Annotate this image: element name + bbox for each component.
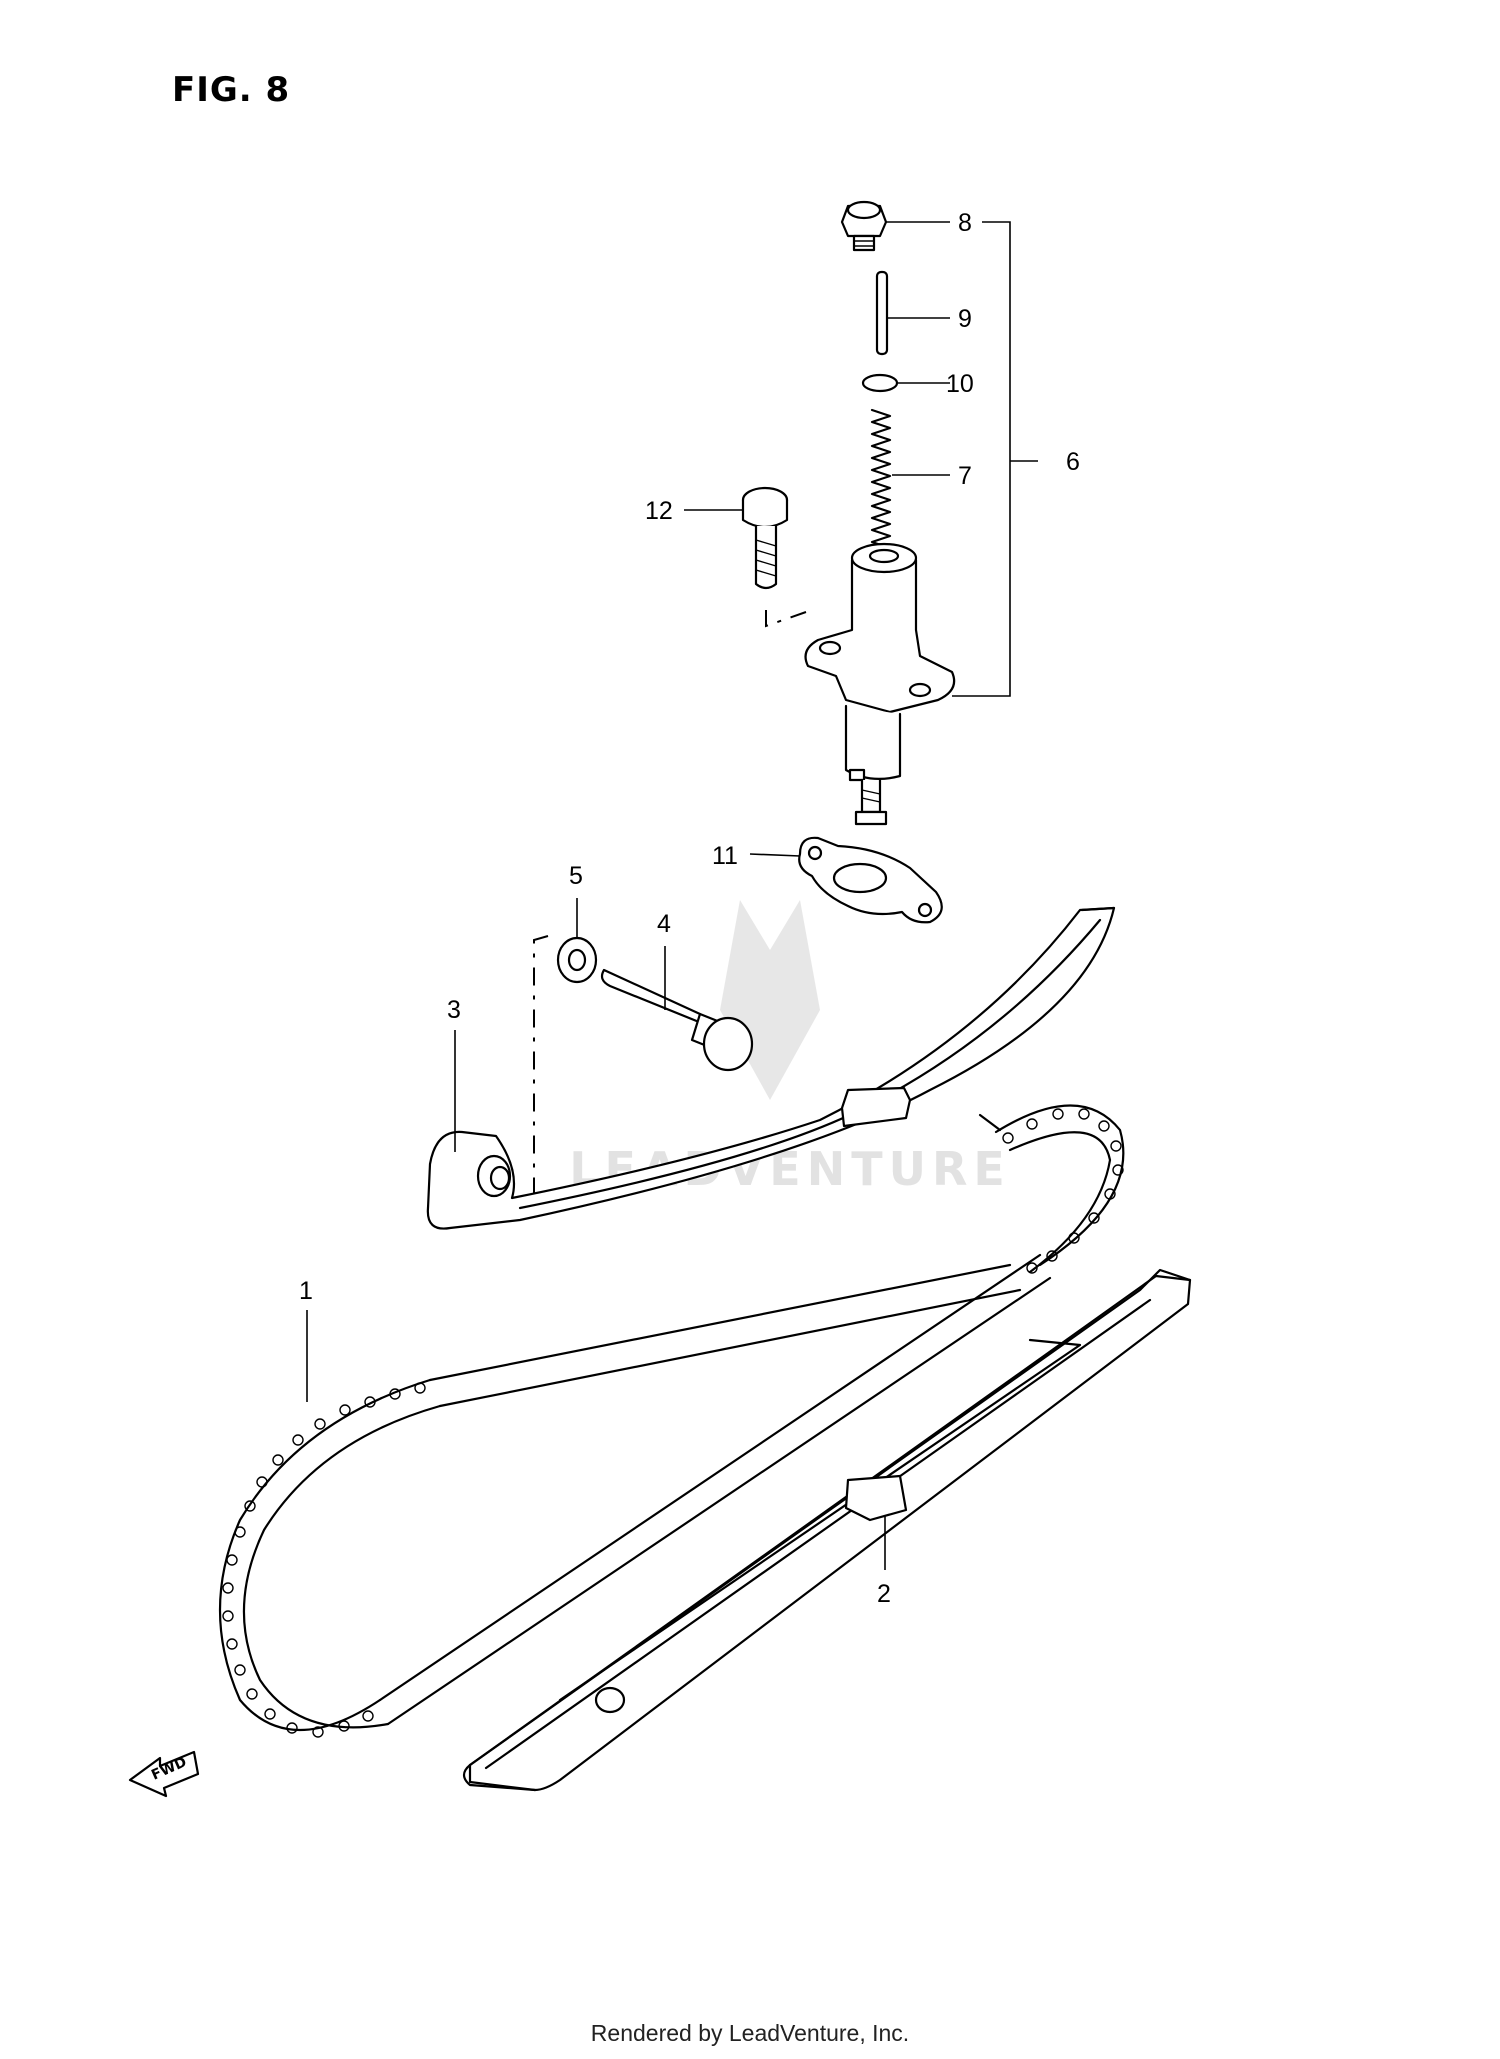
- part-5-washer: [556, 936, 598, 984]
- callout-3: 3: [447, 996, 461, 1024]
- callout-6: 6: [1066, 448, 1080, 476]
- callout-12: 12: [645, 497, 673, 525]
- footer-credit: Rendered by LeadVenture, Inc.: [590, 2020, 910, 2046]
- callout-7: 7: [958, 462, 972, 490]
- group-bracket-6: [952, 221, 1038, 697]
- part-4-install-line: [533, 935, 549, 1200]
- part-12-bolt: [741, 486, 789, 590]
- leader-lines: [306, 221, 950, 1570]
- callout-5: 5: [569, 862, 583, 890]
- callout-4: 4: [657, 910, 671, 938]
- part-8-cap-bolt: [840, 200, 888, 252]
- callout-11: 11: [712, 842, 738, 870]
- callouts: 8 9 10 7 6 12 11 5 4 3 1 2: [299, 209, 1080, 1608]
- fwd-direction-arrow: FWD: [128, 1750, 200, 1798]
- callout-2: 2: [877, 1580, 891, 1608]
- figure-title: FIG. 8: [172, 70, 291, 110]
- part-6-tensioner-body: [804, 542, 956, 826]
- part-12-install-line: [765, 610, 807, 628]
- part-4-pivot-bolt: [600, 968, 754, 1072]
- callout-10: 10: [946, 370, 974, 398]
- part-2-chain-guide: [462, 1268, 1192, 1792]
- callout-8: 8: [958, 209, 972, 237]
- callout-1: 1: [299, 1277, 313, 1305]
- part-1-cam-chain: [218, 1104, 1125, 1738]
- part-9-rod: [875, 270, 889, 356]
- part-11-gasket: [798, 836, 943, 924]
- callout-9: 9: [958, 305, 972, 333]
- part-10-o-ring: [861, 373, 899, 393]
- part-3-tensioner-guide: [426, 906, 1116, 1230]
